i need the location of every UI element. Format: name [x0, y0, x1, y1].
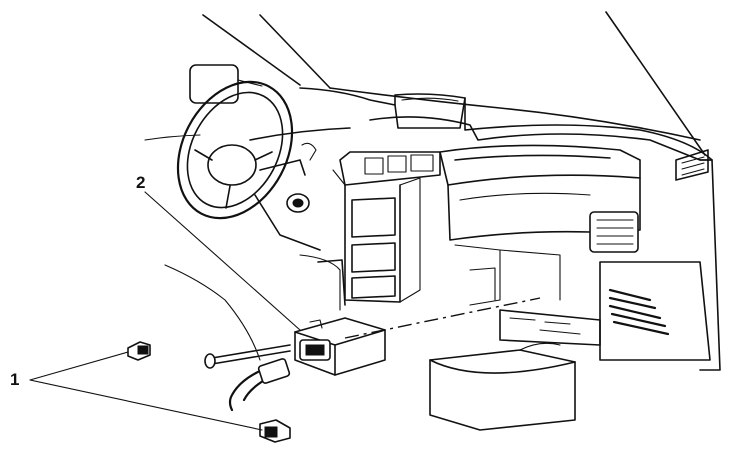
- module-unit: [294, 317, 386, 376]
- clip-upper: [127, 341, 151, 361]
- module-screw: [204, 344, 291, 369]
- leader-lines: [29, 191, 301, 431]
- clip-lower: [259, 419, 291, 443]
- driver-seat: [164, 254, 346, 361]
- side-mirror: [189, 64, 263, 104]
- passenger-dash: [439, 144, 721, 371]
- callout-1: 1: [10, 370, 19, 389]
- center-armrest: [429, 342, 576, 431]
- wire-connector: [228, 358, 291, 412]
- steering-wheel: [176, 80, 321, 251]
- windshield-frame: [202, 11, 706, 156]
- callout-2: 2: [136, 173, 145, 192]
- installation-line: [344, 297, 541, 339]
- dashboard-top: [144, 87, 713, 161]
- center-console: [332, 151, 441, 303]
- under-dash: [454, 244, 601, 346]
